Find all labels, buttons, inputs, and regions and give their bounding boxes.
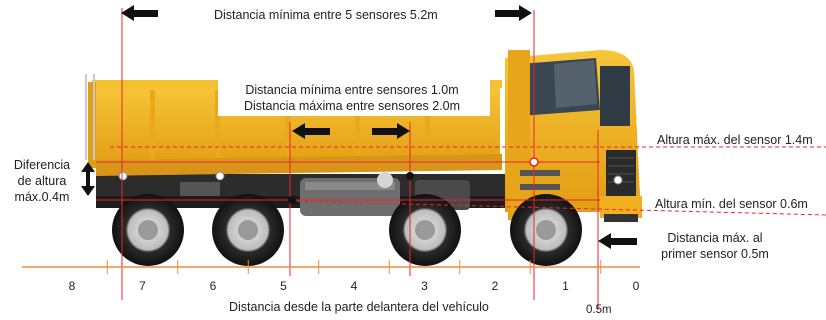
wheel-group xyxy=(112,194,582,266)
height-diff-label-1: Diferencia xyxy=(4,157,80,173)
sensor-markers xyxy=(288,157,539,204)
axis-caption: Distancia desde la parte delantera del v… xyxy=(229,300,489,314)
min-distance-sensors-label: Distancia mínima entre sensores 1.0m xyxy=(245,83,459,97)
axis-tick-label: 0 xyxy=(633,279,640,293)
height-diff-arrow-icon xyxy=(81,162,95,196)
arrow-left-mid-icon xyxy=(292,123,330,139)
arrow-right-mid-icon xyxy=(372,123,410,139)
half-meter-label: 0.5m xyxy=(586,304,612,316)
axis-tick-label: 5 xyxy=(280,279,287,293)
height-diff-label-2: de altura xyxy=(4,173,80,189)
axis-tick-label: 1 xyxy=(562,279,569,293)
axis-tick-label: 7 xyxy=(139,279,146,293)
axis-tick-label: 8 xyxy=(69,279,76,293)
axis-tick-label: 4 xyxy=(351,279,358,293)
axis-tick-label: 2 xyxy=(492,279,499,293)
arrow-right-top-icon xyxy=(495,5,532,21)
sensor-2-marker xyxy=(406,172,414,180)
arrow-left-top-icon xyxy=(121,5,158,21)
sensor-3-marker xyxy=(529,157,539,167)
axis-tick-label: 3 xyxy=(421,279,428,293)
height-diff-label-3: máx.0.4m xyxy=(4,189,80,205)
min-sensor-height-label: Altura mín. del sensor 0.6m xyxy=(655,197,808,211)
max-distance-sensors-label: Distancia máxima entre sensores 2.0m xyxy=(243,99,461,113)
sensor-1-marker xyxy=(288,196,296,204)
distance-axis: 8 7 6 5 4 3 2 1 0 xyxy=(22,260,640,293)
max-first-sensor-label-2: primer sensor 0.5m xyxy=(661,247,769,261)
min-distance-5-sensors-label: Distancia mínima entre 5 sensores 5.2m xyxy=(214,8,438,22)
max-sensor-height-label: Altura máx. del sensor 1.4m xyxy=(657,133,813,147)
max-first-sensor-label-1: Distancia máx. al xyxy=(667,231,763,245)
axis-tick-label: 6 xyxy=(210,279,217,293)
arrow-left-front-icon xyxy=(598,233,637,249)
